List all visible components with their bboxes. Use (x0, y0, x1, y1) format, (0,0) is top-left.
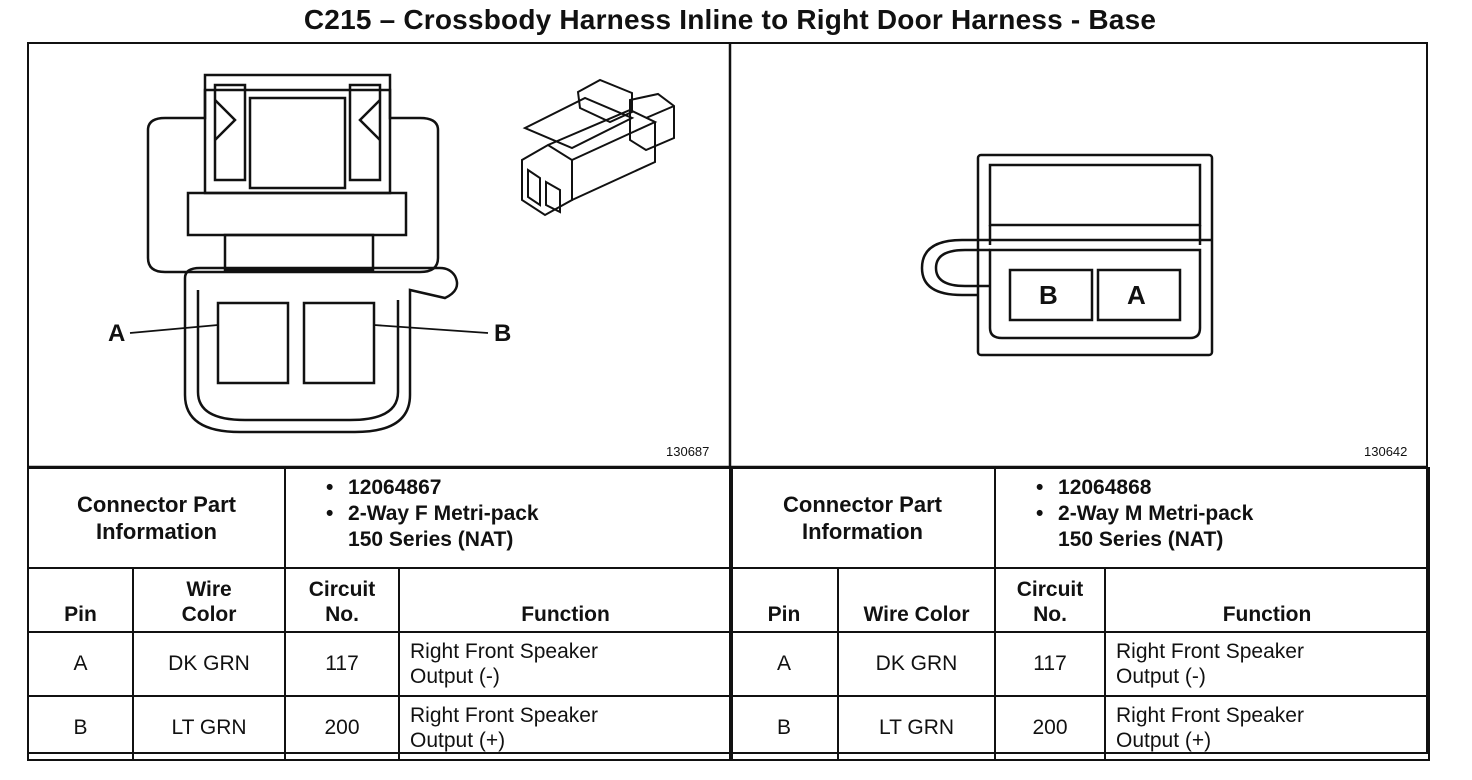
left-connector-iso-view (521, 78, 675, 217)
connector-info-label: Connector Part Information (26, 467, 287, 569)
part-number: 12064868 (1058, 476, 1152, 499)
connector-series: 150 Series (NAT) (1058, 528, 1224, 551)
page-title: C215 – Crossbody Harness Inline to Right… (303, 4, 1157, 35)
header-wire-color: Wire Color (836, 567, 997, 633)
header-pin: Pin (27, 567, 134, 633)
header-function: Function (398, 567, 734, 633)
left-connector-face-view (129, 73, 489, 434)
connector-info-values: • 12064868 • 2-Way M Metri-pack 150 Series… (994, 467, 1431, 569)
bullet-mark: • (1036, 502, 1044, 525)
left-connector-table: Connector Part Information • 12064867 • 2-… (26, 467, 734, 761)
right-connector-face-view (920, 153, 1214, 357)
pin-label-a: A (108, 320, 126, 347)
bullet-mark: • (326, 476, 334, 499)
pin-label-b: B (494, 320, 512, 347)
connector-description: 2-Way M Metri-pack (1058, 502, 1254, 525)
right-figure-number: 130642 (1364, 444, 1408, 459)
connector-description: 2-Way F Metri-pack (348, 502, 539, 525)
bullet-mark: • (326, 502, 334, 525)
connector-info-label: Connector Part Information (728, 467, 997, 569)
header-pin: Pin (729, 567, 839, 633)
bullet-mark: • (1036, 476, 1044, 499)
right-connector-table: Connector Part Information • 12064868 • 2-… (728, 467, 1431, 761)
left-figure-number: 130687 (666, 444, 710, 459)
cavity-label-a: A (1127, 280, 1146, 310)
connector-info-values: • 12064867 • 2-Way F Metri-pack 150 Series… (284, 467, 734, 569)
connector-info-row: Connector Part Information • 12064868 • 2-… (728, 467, 1431, 569)
cavity-label-b: B (1039, 280, 1058, 310)
part-number: 12064867 (348, 476, 442, 499)
connector-info-row: Connector Part Information • 12064867 • 2-… (26, 467, 734, 569)
header-function: Function (1104, 567, 1431, 633)
connector-series: 150 Series (NAT) (348, 528, 514, 551)
